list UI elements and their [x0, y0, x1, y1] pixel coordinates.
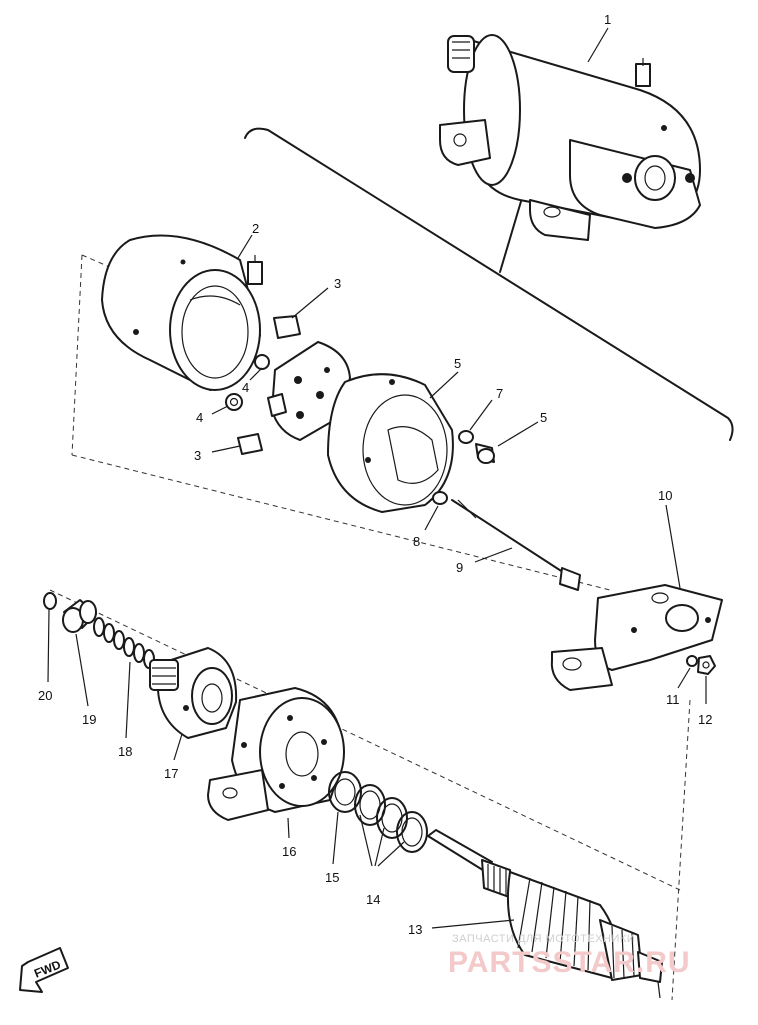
leader-line-14b — [374, 827, 385, 867]
part-9-through-bolt — [451, 499, 581, 591]
part-12-nut — [697, 655, 716, 675]
part-20-circlip — [43, 592, 57, 610]
leader-line-4a — [211, 405, 229, 415]
part-7-washer — [458, 430, 474, 444]
callout-17: 17 — [164, 766, 178, 781]
part-5-screw — [475, 443, 495, 464]
alignment-dashed-line — [81, 254, 113, 269]
callout-19: 19 — [82, 712, 96, 727]
part-10-end-bracket — [550, 584, 723, 691]
callout-13: 13 — [408, 922, 422, 937]
callout-9: 9 — [456, 560, 463, 575]
leader-line-3b — [211, 445, 241, 453]
callout-14: 14 — [366, 892, 380, 907]
part-4-brush-spring — [225, 354, 270, 411]
fwd-arrow-icon: FWD — [19, 947, 69, 993]
leader-line-3a — [291, 287, 329, 319]
callout-labels: 1 2 3 3 4 4 5 5 7 8 9 10 11 12 13 14 15 … — [38, 12, 712, 937]
callout-2: 2 — [252, 221, 259, 236]
callout-1: 1 — [604, 12, 611, 27]
leader-line-9 — [474, 547, 513, 563]
part-1-starter-motor-assembly — [439, 34, 701, 241]
watermark-subtitle: ЗАПЧАСТИ ДЛЯ МОТОТЕХНИКИ — [452, 933, 635, 945]
watermark: ЗАПЧАСТИ ДЛЯ МОТОТЕХНИКИ PARTSSTAR.RU — [448, 933, 691, 979]
leader-line-7 — [469, 399, 493, 431]
callout-8: 8 — [413, 534, 420, 549]
callout-4-center: 4 — [242, 380, 249, 395]
part-2-yoke-housing — [101, 234, 263, 391]
leader-line-15 — [332, 811, 339, 865]
leader-line-20 — [47, 609, 50, 683]
assembly-leader-line — [499, 197, 523, 273]
callout-4-left: 4 — [196, 410, 203, 425]
callout-15: 15 — [325, 870, 339, 885]
callout-3-lower: 3 — [194, 448, 201, 463]
part-16-front-bracket — [207, 687, 345, 821]
leader-line-2 — [237, 234, 253, 259]
leader-line-16 — [287, 817, 290, 839]
part-19-stopper-collar — [62, 599, 97, 633]
leader-line-11 — [677, 667, 691, 689]
watermark-brand: PARTSSTAR.RU — [448, 946, 691, 979]
leader-line-5b — [497, 421, 539, 447]
leader-line-14c — [377, 841, 405, 867]
callout-16: 16 — [282, 844, 296, 859]
alignment-dashed-line — [49, 589, 681, 891]
part-3-brush-upper — [273, 315, 301, 339]
leader-line-1 — [587, 27, 609, 63]
leader-line-13 — [431, 919, 515, 929]
callout-7: 7 — [496, 386, 503, 401]
callout-18: 18 — [118, 744, 132, 759]
part-13-armature — [427, 829, 663, 999]
callout-10: 10 — [658, 488, 672, 503]
callout-11: 11 — [666, 692, 680, 707]
part-11-washer — [686, 655, 698, 667]
part-5-end-cover — [327, 373, 454, 513]
leader-line-14a — [359, 814, 373, 867]
callout-5-cover: 5 — [454, 356, 461, 371]
leader-line-4b — [249, 367, 263, 381]
leader-line-5a — [429, 371, 459, 399]
part-17-pinion-clutch — [149, 647, 238, 739]
leader-line-10 — [665, 504, 681, 589]
part-15-washer — [328, 771, 362, 813]
callout-5-screw: 5 — [540, 410, 547, 425]
leader-line-17 — [173, 733, 183, 761]
callout-20: 20 — [38, 688, 52, 703]
part-18-spring — [93, 617, 155, 669]
assembly-bracket-line — [244, 127, 734, 441]
callout-3-upper: 3 — [334, 276, 341, 291]
part-3-brush-lower — [237, 433, 263, 455]
part-14-shims — [354, 784, 428, 853]
leader-line-18 — [125, 661, 131, 739]
alignment-dashed-line — [71, 454, 611, 591]
leader-line-8 — [424, 505, 439, 531]
callout-12: 12 — [698, 712, 712, 727]
part-8-washer — [432, 491, 448, 505]
alignment-dashed-line — [71, 254, 83, 456]
leader-line-19 — [75, 633, 89, 707]
